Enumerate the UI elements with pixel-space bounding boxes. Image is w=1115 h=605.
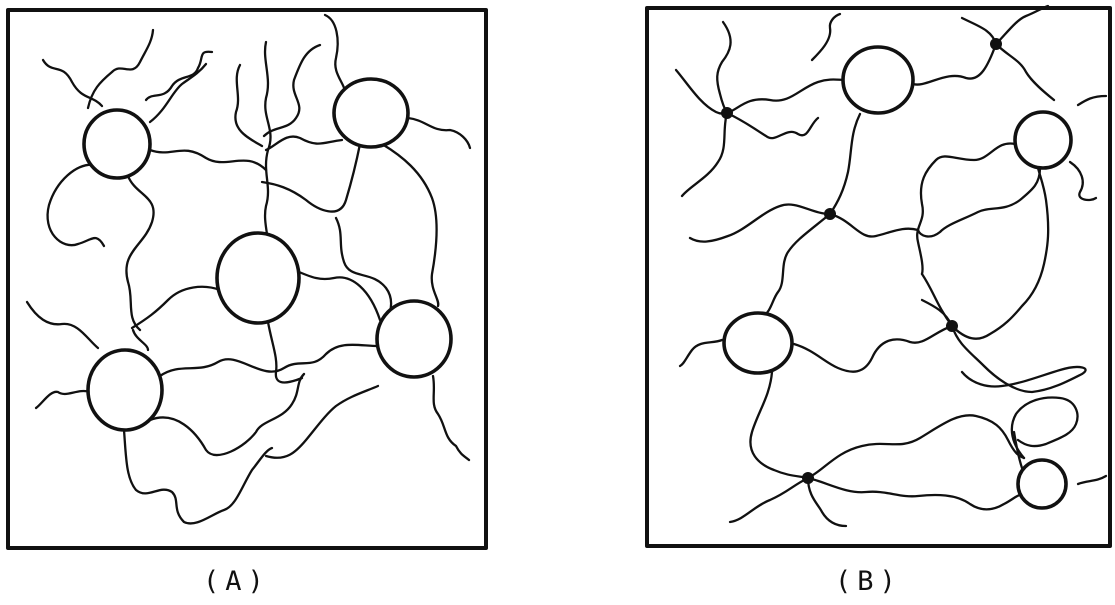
panel-b-frame (645, 6, 1112, 548)
panel-b (645, 4, 1112, 548)
panel-b-nodes (722, 45, 1073, 510)
panel-b-node (722, 311, 794, 375)
panel-a-chains (25, 13, 472, 525)
panel-b-crosslink-dot (802, 472, 814, 484)
panel-b-crosslinks (721, 38, 1002, 484)
panel-b-crosslink-dot (721, 107, 733, 119)
panel-b-caption: (B) (835, 566, 902, 597)
panel-b-crosslink-dot (946, 320, 958, 332)
panel-b-crosslink-dot (824, 208, 836, 220)
panel-a (6, 8, 488, 550)
panel-a-nodes (82, 77, 453, 432)
panel-b-node (841, 45, 915, 115)
panel-a-caption: (A) (203, 566, 270, 597)
panel-a-node (215, 231, 301, 325)
panel-a-node (332, 77, 410, 149)
panel-b-node (1013, 110, 1073, 170)
panel-a-frame (6, 8, 488, 550)
panel-a-node (86, 348, 164, 432)
panel-a-node (375, 299, 453, 379)
panel-b-crosslink-dot (990, 38, 1002, 50)
panel-b-node (1016, 458, 1068, 510)
panel-a-node (82, 108, 152, 180)
